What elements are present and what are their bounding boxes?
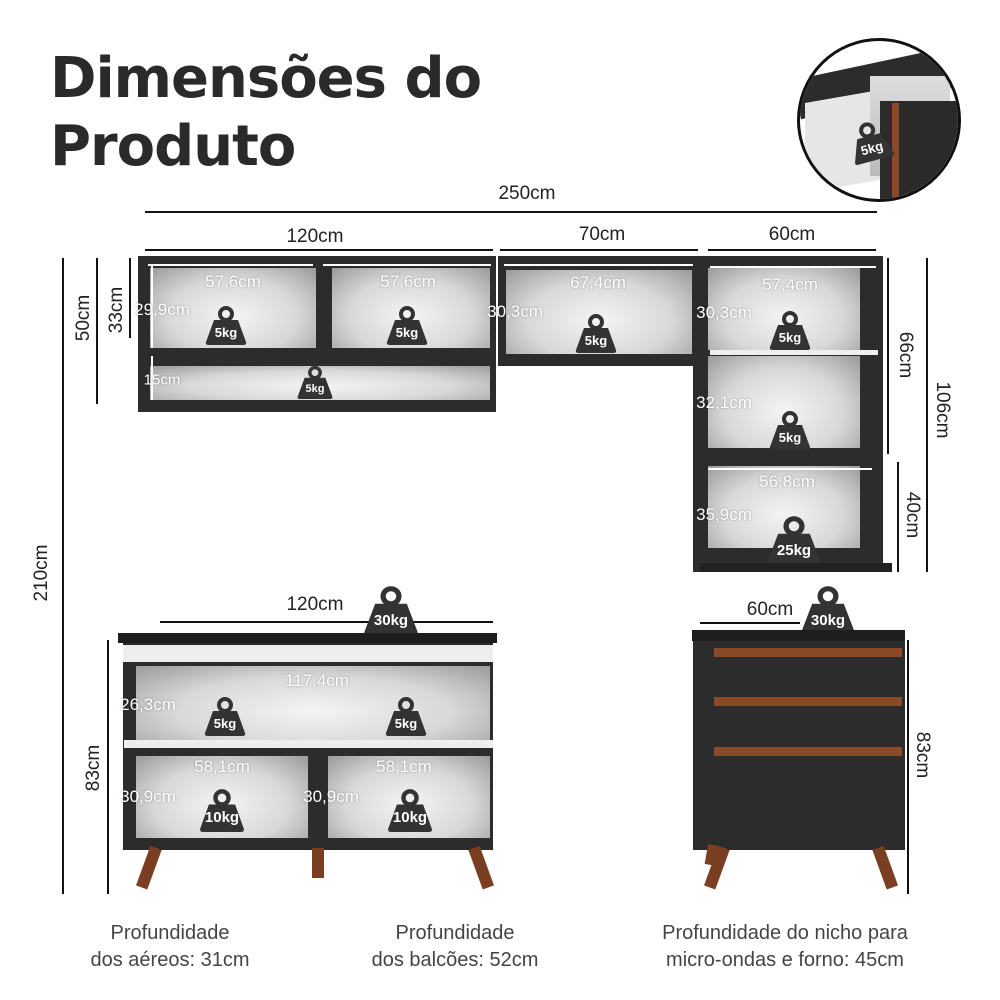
drawer-top bbox=[692, 630, 905, 641]
weight-icon: 5kg bbox=[768, 410, 812, 450]
drawer-handle bbox=[714, 747, 902, 756]
dim-niche-height: 32,1cm bbox=[696, 393, 752, 412]
dim-niche-height: 15cm bbox=[143, 371, 181, 389]
weight-icon: 5kg bbox=[768, 310, 812, 350]
dim-right-total-height: 106cm bbox=[932, 381, 953, 439]
dim-niche-width: 56,8cm bbox=[759, 472, 815, 491]
dimension-line bbox=[160, 621, 493, 623]
dimension-line bbox=[708, 249, 876, 251]
dim-niche-width: 67,4cm bbox=[570, 273, 626, 292]
dim-total-height: 210cm bbox=[31, 544, 52, 602]
dim-niche-width: 58,1cm bbox=[194, 757, 250, 776]
dim-niche-width: 57,4cm bbox=[762, 275, 818, 294]
weight-icon: 5kg bbox=[296, 365, 334, 399]
dimension-line bbox=[700, 622, 800, 624]
dimension-line bbox=[926, 258, 928, 572]
dim-upper-mid-width: 70cm bbox=[578, 224, 626, 245]
dimension-line bbox=[145, 249, 493, 251]
dim-niche-width: 117,4cm bbox=[285, 671, 349, 690]
dim-niche-height: 30,9cm bbox=[120, 787, 176, 806]
weight-icon: 5kg bbox=[385, 305, 429, 345]
weight-icon: 5kg bbox=[384, 696, 428, 736]
dimension-line bbox=[907, 640, 909, 894]
niche bbox=[136, 666, 490, 742]
dimension-line bbox=[887, 258, 889, 454]
weight-icon: 10kg bbox=[198, 788, 246, 832]
dim-niche-height: 35,9cm bbox=[696, 505, 752, 524]
weight-icon: 30kg bbox=[362, 585, 420, 635]
dimension-line bbox=[500, 249, 698, 251]
dim-drawer-height: 83cm bbox=[912, 731, 933, 779]
dim-upper-right-width: 60cm bbox=[768, 224, 816, 245]
dim-niche-height: 30,3cm bbox=[696, 303, 752, 322]
dimension-line bbox=[145, 211, 877, 213]
dimension-line bbox=[107, 640, 109, 894]
weight-icon: 5kg bbox=[204, 305, 248, 345]
title-line1: Dimensões do bbox=[50, 46, 482, 111]
weight-icon: 5kg bbox=[574, 313, 618, 353]
dim-counter-width: 120cm bbox=[286, 594, 344, 615]
counter-top bbox=[118, 633, 497, 643]
drawer-inset-image: 5kg bbox=[797, 38, 961, 202]
dim-right-lower-height: 40cm bbox=[902, 491, 923, 539]
drawer-handle bbox=[714, 648, 902, 657]
dim-niche-width: 57,6cm bbox=[205, 272, 261, 291]
title-line2: Produto bbox=[50, 114, 296, 179]
dim-niche-width: 58,1cm bbox=[376, 757, 432, 776]
weight-icon: 10kg bbox=[386, 788, 434, 832]
dim-upper-height: 50cm bbox=[73, 294, 94, 342]
dim-niche-height: 29,9cm bbox=[134, 300, 190, 319]
dim-upper-niche-height: 33cm bbox=[106, 286, 127, 334]
dim-counter-height: 83cm bbox=[83, 744, 104, 792]
dim-niche-width: 57,6cm bbox=[380, 272, 436, 291]
drawer-handle bbox=[714, 697, 902, 706]
dim-niche-height: 26,3cm bbox=[120, 695, 176, 714]
weight-icon: 5kg bbox=[844, 116, 897, 166]
dim-right-upper-height: 66cm bbox=[895, 331, 916, 379]
drawer-cabinet bbox=[693, 641, 905, 850]
dim-total-width: 250cm bbox=[498, 183, 556, 204]
weight-icon: 30kg bbox=[799, 585, 857, 635]
dim-upper-left-width: 120cm bbox=[286, 226, 344, 247]
dimension-line bbox=[129, 258, 131, 338]
dimension-line bbox=[96, 258, 98, 404]
dimension-line bbox=[897, 462, 899, 572]
dim-niche-height: 30,9cm bbox=[303, 787, 359, 806]
weight-icon: 25kg bbox=[765, 515, 823, 565]
dimension-line bbox=[62, 258, 64, 894]
dim-drawer-width: 60cm bbox=[746, 599, 794, 620]
dim-niche-height: 30,3cm bbox=[487, 302, 543, 321]
weight-icon: 5kg bbox=[203, 696, 247, 736]
